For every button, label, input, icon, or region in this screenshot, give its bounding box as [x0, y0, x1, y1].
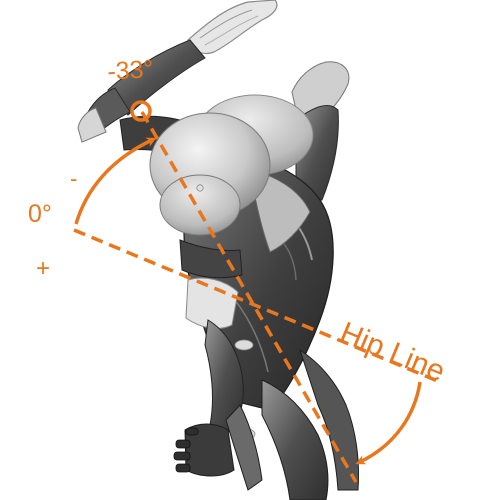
angle-marker-circle: [130, 100, 152, 122]
angle-value-label: -33°: [106, 55, 154, 86]
hip-line-label: Hip Line: [335, 316, 449, 389]
human-figure: [77, 0, 359, 500]
shoulder-pad: [249, 169, 311, 253]
right-angle-arc: [355, 381, 422, 465]
plus-sign-label: +: [36, 255, 50, 282]
spine-angle-line: [140, 111, 358, 483]
hip-line: [73, 228, 441, 384]
minus-sign-label: -: [70, 166, 77, 191]
left-angle-arc: [74, 137, 157, 225]
head: [149, 94, 314, 236]
zero-degree-label: 0°: [28, 200, 52, 228]
raised-hand: [187, 0, 278, 55]
lower-hand: [173, 423, 235, 477]
neck: [179, 239, 243, 279]
raised-forearm: [77, 39, 206, 143]
